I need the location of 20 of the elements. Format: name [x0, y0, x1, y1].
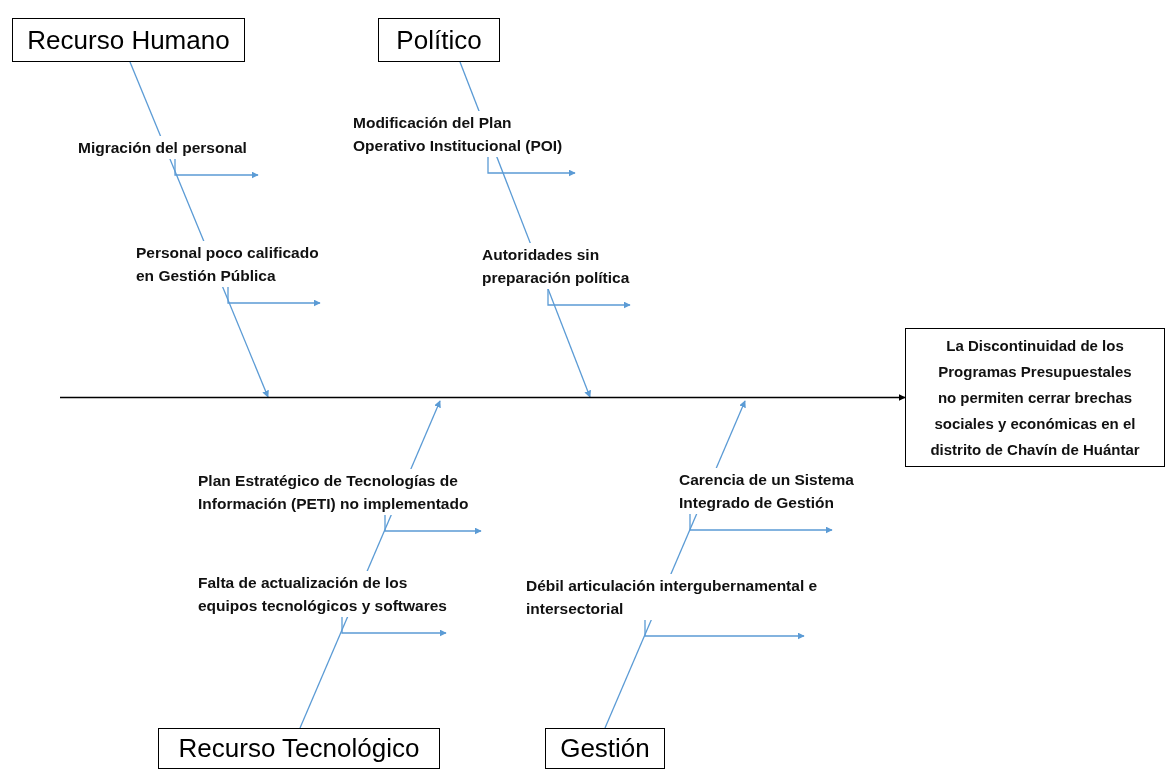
effect-box — [905, 328, 1165, 467]
effect-text: La Discontinuidad de los Programas Presupuestales no permiten cerrar brechas sociales y económicas en el distrito de Chavín de Huántar — [929, 335, 1141, 460]
arrow — [384, 514, 482, 535]
category-label: Gestión — [560, 733, 650, 764]
arrow — [487, 156, 576, 177]
arrow — [644, 619, 805, 640]
category-box — [545, 728, 665, 769]
spine-arrow — [59, 394, 906, 401]
category-label: Político — [396, 24, 482, 56]
arrow — [689, 513, 833, 534]
arrow — [227, 286, 321, 307]
category-box — [12, 18, 245, 62]
category-box — [158, 728, 440, 769]
cause-label: Migración del personal — [78, 136, 247, 159]
category-label: Recurso Tecnológico — [178, 733, 420, 764]
category-label: Recurso Humano — [27, 24, 230, 56]
category-box — [378, 18, 500, 62]
arrow — [174, 158, 259, 179]
arrow — [547, 288, 631, 309]
arrow — [341, 616, 447, 637]
